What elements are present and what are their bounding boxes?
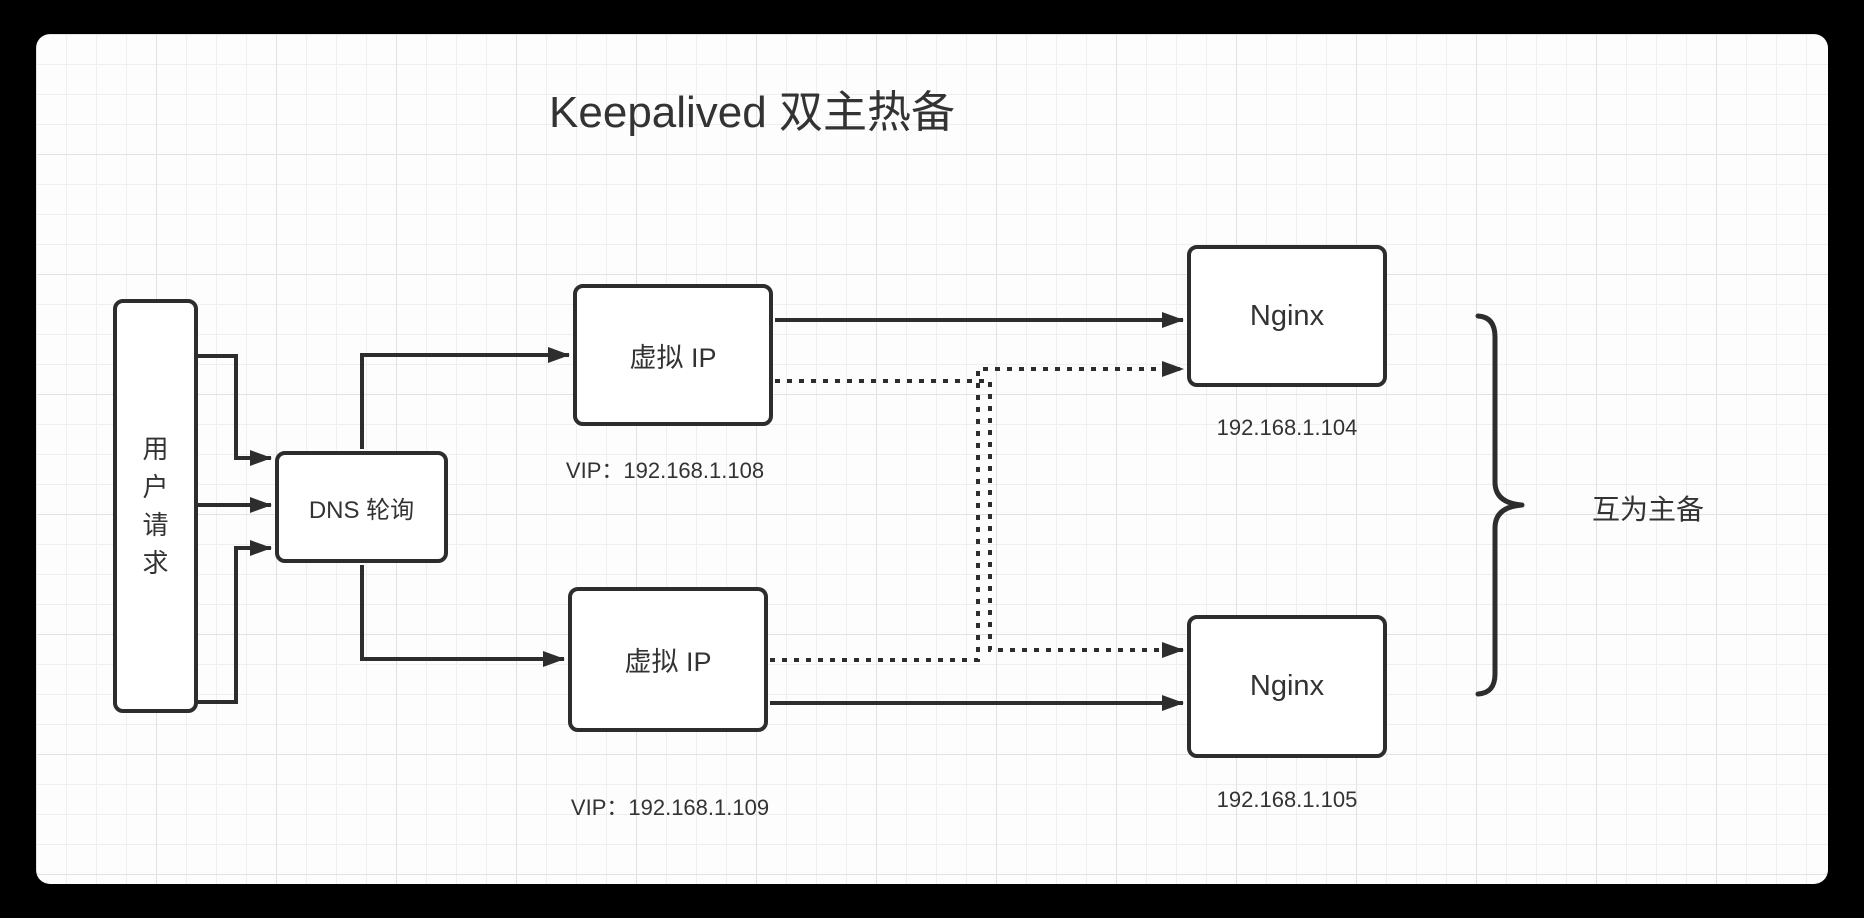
caption-vip-bottom-address: VIP：192.168.1.109 (570, 795, 770, 820)
diagram-title: Keepalived 双主热备 (549, 88, 955, 137)
diagram-canvas: Keepalived 双主热备 用户请求 DNS 轮询 虚拟 IP 虚拟 (36, 34, 1828, 884)
node-virtual-ip-top: 虚拟 IP (573, 284, 773, 426)
node-nginx-bottom-label: Nginx (1249, 670, 1325, 702)
node-dns-round-robin: DNS 轮询 (275, 451, 448, 563)
node-dns-label: DNS 轮询 (308, 496, 415, 524)
node-user-request-label: 用户请求 (142, 434, 169, 578)
node-nginx-top: Nginx (1187, 245, 1387, 387)
node-virtual-ip-top-label: 虚拟 IP (629, 342, 717, 373)
caption-vip-top-address: VIP：192.168.1.108 (565, 458, 765, 483)
edge-user-to-dns-bottom (196, 540, 272, 704)
caption-nginx-top-address: 192.168.1.104 (1216, 415, 1358, 440)
node-nginx-bottom: Nginx (1187, 615, 1387, 758)
edge-vip-bottom-to-nginx-top-dotted (770, 361, 1184, 662)
node-virtual-ip-bottom: 虚拟 IP (568, 587, 768, 732)
node-user-request: 用户请求 (113, 299, 198, 713)
caption-nginx-bottom-address: 192.168.1.105 (1216, 787, 1358, 812)
edge-dns-to-vip-top (360, 347, 570, 449)
curly-brace (1475, 313, 1525, 697)
brace-annotation-label: 互为主备 (1591, 494, 1705, 525)
node-nginx-top-label: Nginx (1249, 299, 1325, 332)
edge-dns-to-vip-bottom (360, 565, 565, 667)
edge-vip-top-to-nginx-bottom-dotted (775, 379, 1184, 658)
edge-user-to-dns-top (196, 354, 272, 466)
node-virtual-ip-bottom-label: 虚拟 IP (624, 647, 712, 677)
